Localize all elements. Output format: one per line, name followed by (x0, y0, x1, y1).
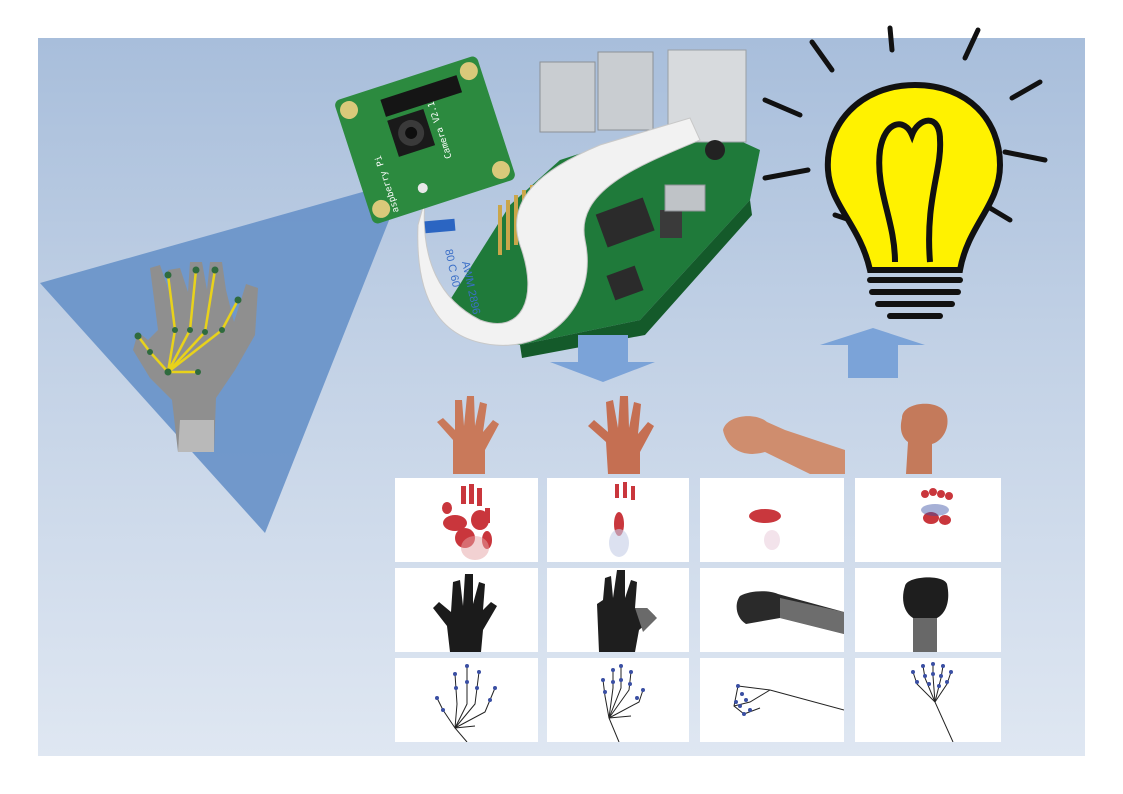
skeleton-fist-side (700, 658, 844, 742)
rgb-photo-open-palm (578, 392, 663, 474)
depth-fist-side (700, 568, 844, 652)
depth-open-palm (547, 568, 689, 652)
heatmap-open-hand-spread (395, 478, 538, 562)
skeleton-fist-front (855, 658, 1001, 742)
rgb-photo-open-hand-spread (425, 392, 510, 474)
skeleton-open-palm (547, 658, 689, 742)
rgb-photo-fist-front (892, 396, 952, 474)
depth-hand-image (133, 262, 258, 452)
rgb-photo-fist-side (715, 400, 845, 474)
depth-open-hand-spread (395, 568, 538, 652)
heatmap-open-palm (547, 478, 689, 562)
depth-fist-front (855, 568, 1001, 652)
skeleton-open-hand-spread (395, 658, 538, 742)
heatmap-fist-front (855, 478, 1001, 562)
heatmap-fist-side (700, 478, 844, 562)
